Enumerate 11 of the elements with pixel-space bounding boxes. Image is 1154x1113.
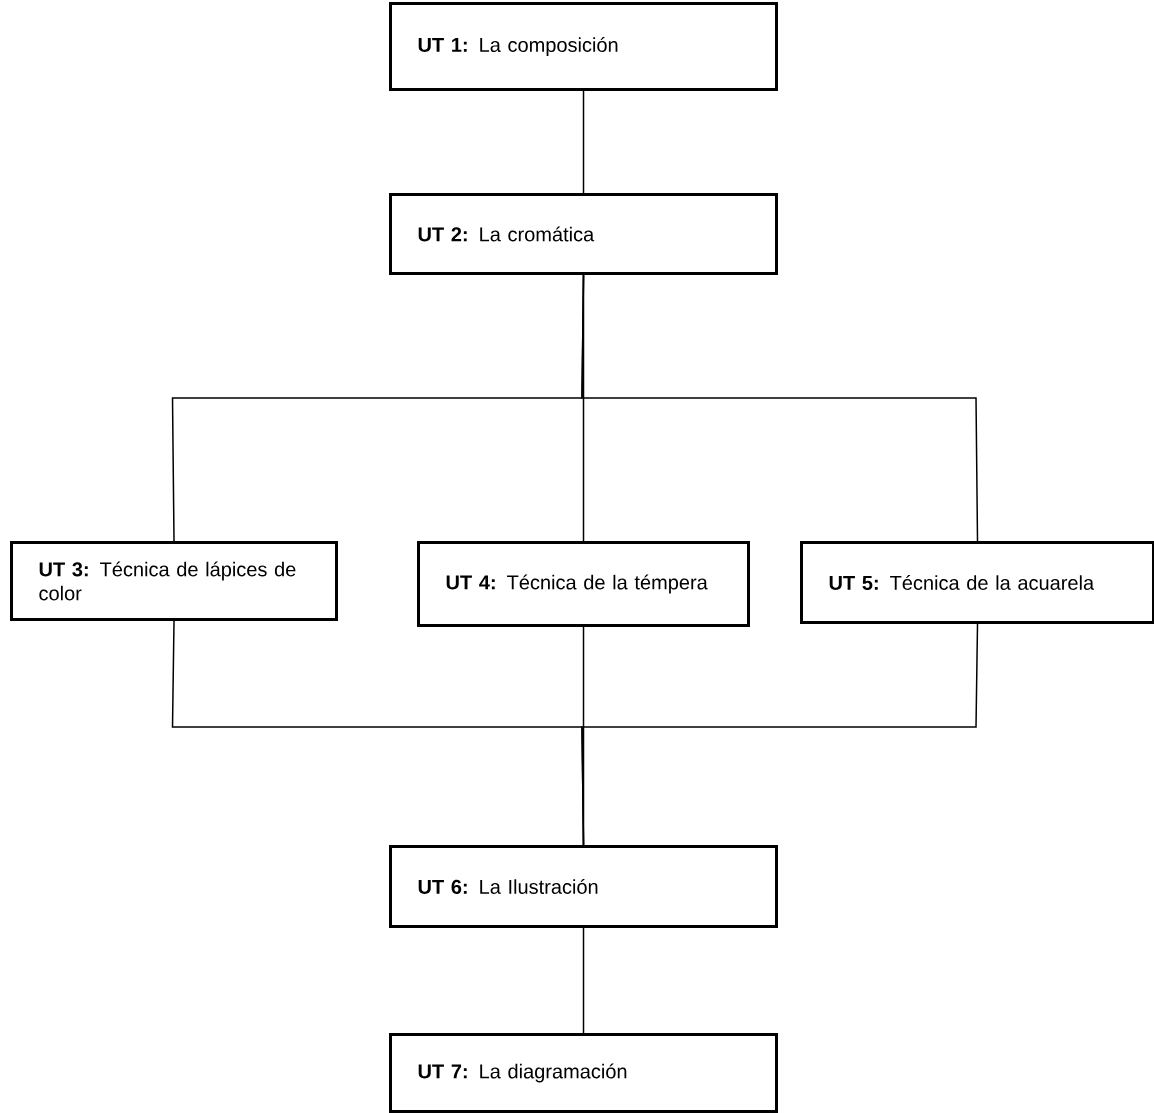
- unit-box: UT 3: Técnica de lápices de color: [10, 541, 338, 621]
- connector-line: [582, 90, 585, 194]
- connector-line: [582, 927, 585, 1034]
- unit-box: UT 6: La Ilustración: [389, 845, 778, 928]
- unit-box: UT 1: La composición: [389, 2, 778, 91]
- connector-line: [581, 274, 979, 542]
- unit-box: UT 2: La cromática: [389, 193, 778, 275]
- connector-line: [581, 623, 979, 846]
- unit-box: UT 5: Técnica de la acuarela: [800, 541, 1154, 624]
- unit-box: UT 4: Técnica de la témpera: [417, 541, 750, 627]
- unit-box: UT 7: La diagramación: [389, 1033, 778, 1113]
